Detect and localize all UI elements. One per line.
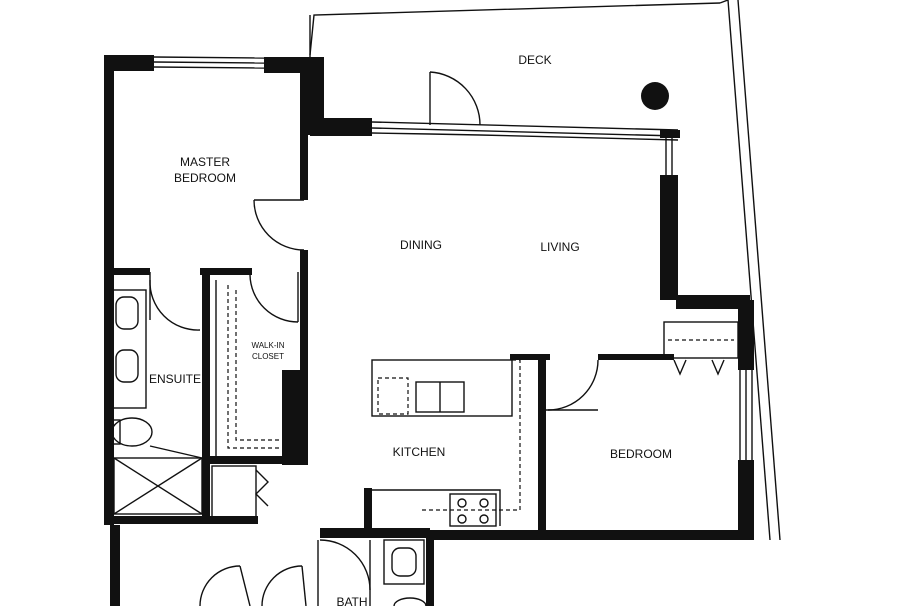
wall: [300, 135, 308, 200]
room-label-bedroom: BEDROOM: [610, 447, 672, 461]
wall: [300, 250, 308, 465]
master-window: [153, 56, 265, 69]
room-label-living: LIVING: [540, 240, 579, 254]
closet-door: [249, 272, 299, 323]
wall: [202, 268, 210, 518]
wall: [282, 370, 302, 465]
wall: [676, 295, 750, 309]
deck-window: [371, 121, 679, 141]
wall: [106, 268, 150, 275]
room-label-bath: BATH: [336, 595, 367, 606]
room-label-master-line2: BEDROOM: [174, 171, 236, 185]
kitchen-island: [371, 359, 513, 417]
wall: [200, 268, 252, 275]
room-label-closet-line2: CLOSET: [252, 352, 284, 361]
wall: [598, 354, 674, 360]
wall: [738, 460, 754, 538]
room-label-ensuite: ENSUITE: [149, 372, 201, 386]
wall: [660, 130, 680, 138]
ensuite-toilet: [109, 417, 153, 447]
wall: [426, 530, 434, 606]
bedroom-closet: [663, 321, 739, 376]
master-door: [253, 199, 305, 251]
closet-shelving: [227, 285, 282, 449]
wall: [210, 456, 302, 464]
wall: [320, 528, 430, 538]
wall: [538, 354, 546, 530]
wall: [660, 175, 678, 300]
entry-doors: [199, 540, 319, 606]
kitchen-counter: [372, 359, 521, 527]
bath-door: [319, 539, 371, 606]
room-label-dining: DINING: [400, 238, 442, 252]
room-label-kitchen: KITCHEN: [393, 445, 446, 459]
wall: [106, 55, 154, 71]
room-label-master-line1: MASTER: [180, 155, 230, 169]
room-label-deck: DECK: [518, 53, 551, 67]
linen-closet: [210, 465, 269, 524]
deck-door: [429, 71, 481, 126]
ensuite-shower: [113, 445, 203, 515]
room-label-closet-line1: WALK-IN: [251, 341, 284, 350]
wall: [430, 530, 754, 540]
bedroom-window: [739, 370, 753, 460]
deck-outline: [309, 0, 781, 541]
wall: [110, 525, 120, 606]
wall: [310, 118, 372, 136]
bath-fixture: [393, 597, 427, 606]
bath-vanity: [383, 539, 425, 585]
bedroom-door: [546, 359, 599, 411]
wall: [104, 55, 114, 525]
wall: [364, 488, 372, 528]
wall: [510, 354, 550, 360]
wall: [110, 516, 210, 524]
ensuite-vanity: [109, 289, 147, 409]
ensuite-door: [149, 272, 201, 331]
deck-column: [641, 82, 669, 110]
wall: [738, 300, 754, 370]
